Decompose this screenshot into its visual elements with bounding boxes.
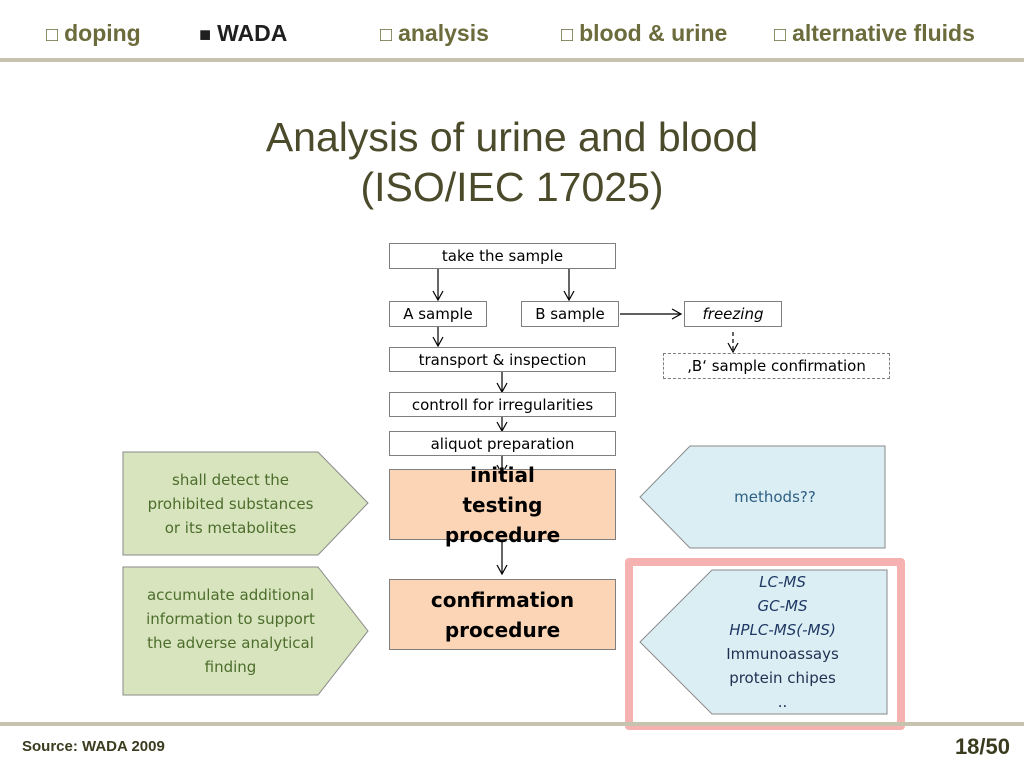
- method-line: ..: [777, 693, 788, 711]
- note-line: accumulate additional: [146, 586, 315, 604]
- highlight-frame: [625, 558, 905, 730]
- box-b-confirmation: ‚B‘ sample confirmation: [663, 353, 890, 379]
- initial-testing-label: initial testing procedure: [444, 462, 561, 547]
- note-initial-left: shall detect the prohibited substances o…: [128, 466, 333, 542]
- nav-label: alternative fluids: [792, 20, 975, 46]
- nav-item-wada[interactable]: ■WADA: [199, 20, 287, 47]
- box-freezing: freezing: [684, 301, 782, 327]
- note-line: information to support: [146, 610, 315, 628]
- nav-marker: □: [46, 24, 59, 46]
- box-confirmation: confirmation procedure: [389, 579, 616, 650]
- note-initial-right: methods??: [734, 488, 816, 506]
- nav-label: analysis: [398, 20, 489, 46]
- note-line: the adverse analytical: [147, 634, 314, 652]
- section-nav: □doping ■WADA □analysis □blood & urine □…: [0, 0, 1024, 60]
- note-line: or its metabolites: [164, 519, 297, 537]
- box-initial-testing: initial testing procedure: [389, 463, 616, 547]
- nav-marker: □: [774, 24, 787, 46]
- title-line-2: (ISO/IEC 17025): [360, 164, 664, 210]
- method-line: Immunoassays: [726, 645, 839, 663]
- box-aliquot: aliquot preparation: [389, 431, 616, 456]
- note-confirm-left-shape: [122, 566, 369, 696]
- note-line: prohibited substances: [147, 495, 314, 513]
- nav-label: blood & urine: [579, 20, 728, 46]
- nav-item-alternative-fluids[interactable]: □alternative fluids: [774, 20, 975, 47]
- top-divider: [0, 58, 1024, 62]
- box-transport: transport & inspection: [389, 347, 616, 372]
- bottom-divider: [0, 722, 1024, 726]
- box-a-sample: A sample: [389, 301, 487, 327]
- title-line-1: Analysis of urine and blood: [265, 114, 759, 160]
- note-confirm-right-shape: [639, 569, 888, 715]
- box-b-sample: B sample: [521, 301, 619, 327]
- box-take-sample: take the sample: [389, 243, 616, 269]
- nav-item-blood-urine[interactable]: □blood & urine: [561, 20, 727, 47]
- nav-marker: □: [561, 24, 574, 46]
- source-note: Source: WADA 2009: [22, 738, 165, 755]
- method-line: HPLC-MS(-MS): [729, 621, 836, 639]
- nav-item-doping[interactable]: □doping: [46, 20, 141, 47]
- note-initial-left-shape: [122, 451, 369, 556]
- method-line: protein chipes: [729, 669, 836, 687]
- note-line: finding: [204, 658, 257, 676]
- nav-label: WADA: [217, 20, 288, 46]
- page-number: 18/50: [954, 734, 1010, 759]
- page-title: Analysis of urine and blood (ISO/IEC 170…: [0, 112, 1024, 212]
- nav-label: doping: [64, 20, 141, 46]
- confirmation-label: confirmation procedure: [430, 587, 575, 642]
- method-line: GC-MS: [757, 597, 808, 615]
- method-line: LC-MS: [759, 573, 806, 591]
- note-line: shall detect the: [172, 471, 289, 489]
- box-controll: controll for irregularities: [389, 392, 616, 417]
- note-confirm-left: accumulate additional information to sup…: [128, 582, 333, 680]
- nav-marker: □: [380, 24, 393, 46]
- note-confirm-right: LC-MS GC-MS HPLC-MS(-MS) Immunoassays pr…: [690, 571, 875, 713]
- nav-marker: ■: [199, 24, 212, 46]
- nav-item-analysis[interactable]: □analysis: [380, 20, 489, 47]
- note-initial-right-shape: [639, 445, 886, 549]
